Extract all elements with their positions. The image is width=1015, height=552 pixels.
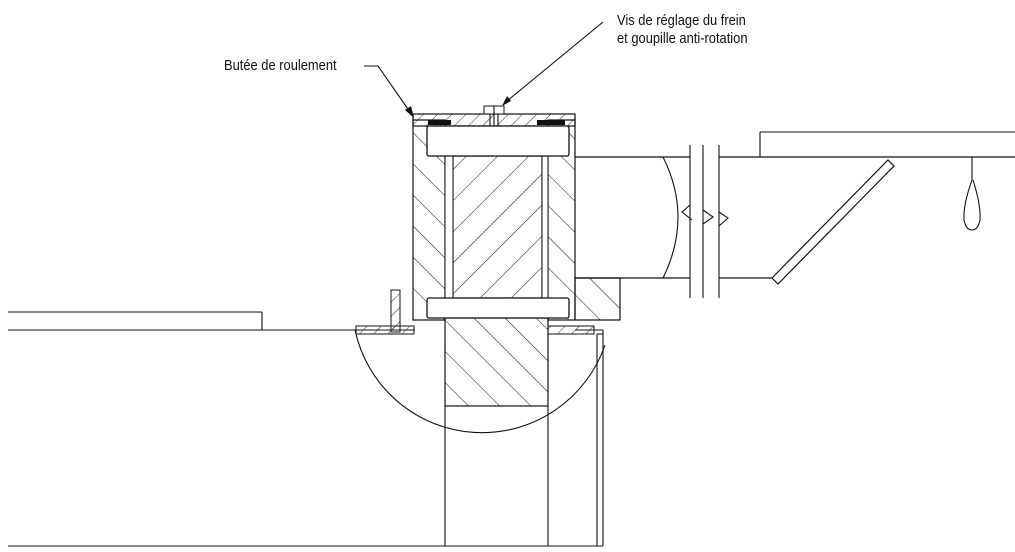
leader-brake-screw xyxy=(502,21,604,106)
base-washer-right xyxy=(547,325,595,335)
arm-tube xyxy=(575,145,1015,298)
base-washer-left xyxy=(355,325,415,335)
weld-block xyxy=(574,277,621,321)
brake-screw xyxy=(483,105,505,126)
right-platform xyxy=(759,131,1015,157)
label-brake-screw-line2: et goupille anti-rotation xyxy=(617,30,748,47)
label-bearing-stop: Butée de roulement xyxy=(224,57,337,74)
central-pin xyxy=(444,155,549,299)
leader-bearing-stop xyxy=(364,65,414,118)
stop-post xyxy=(390,289,401,333)
lower-pin xyxy=(444,317,549,546)
label-brake-screw-line1: Vis de réglage du frein xyxy=(617,12,746,29)
upper-disc xyxy=(426,125,570,157)
left-plate xyxy=(8,311,263,330)
base-plate xyxy=(8,329,604,547)
lower-disc xyxy=(426,297,570,319)
handle xyxy=(963,157,981,231)
pivot-recess xyxy=(354,329,606,434)
diagonal-brace xyxy=(771,159,895,285)
